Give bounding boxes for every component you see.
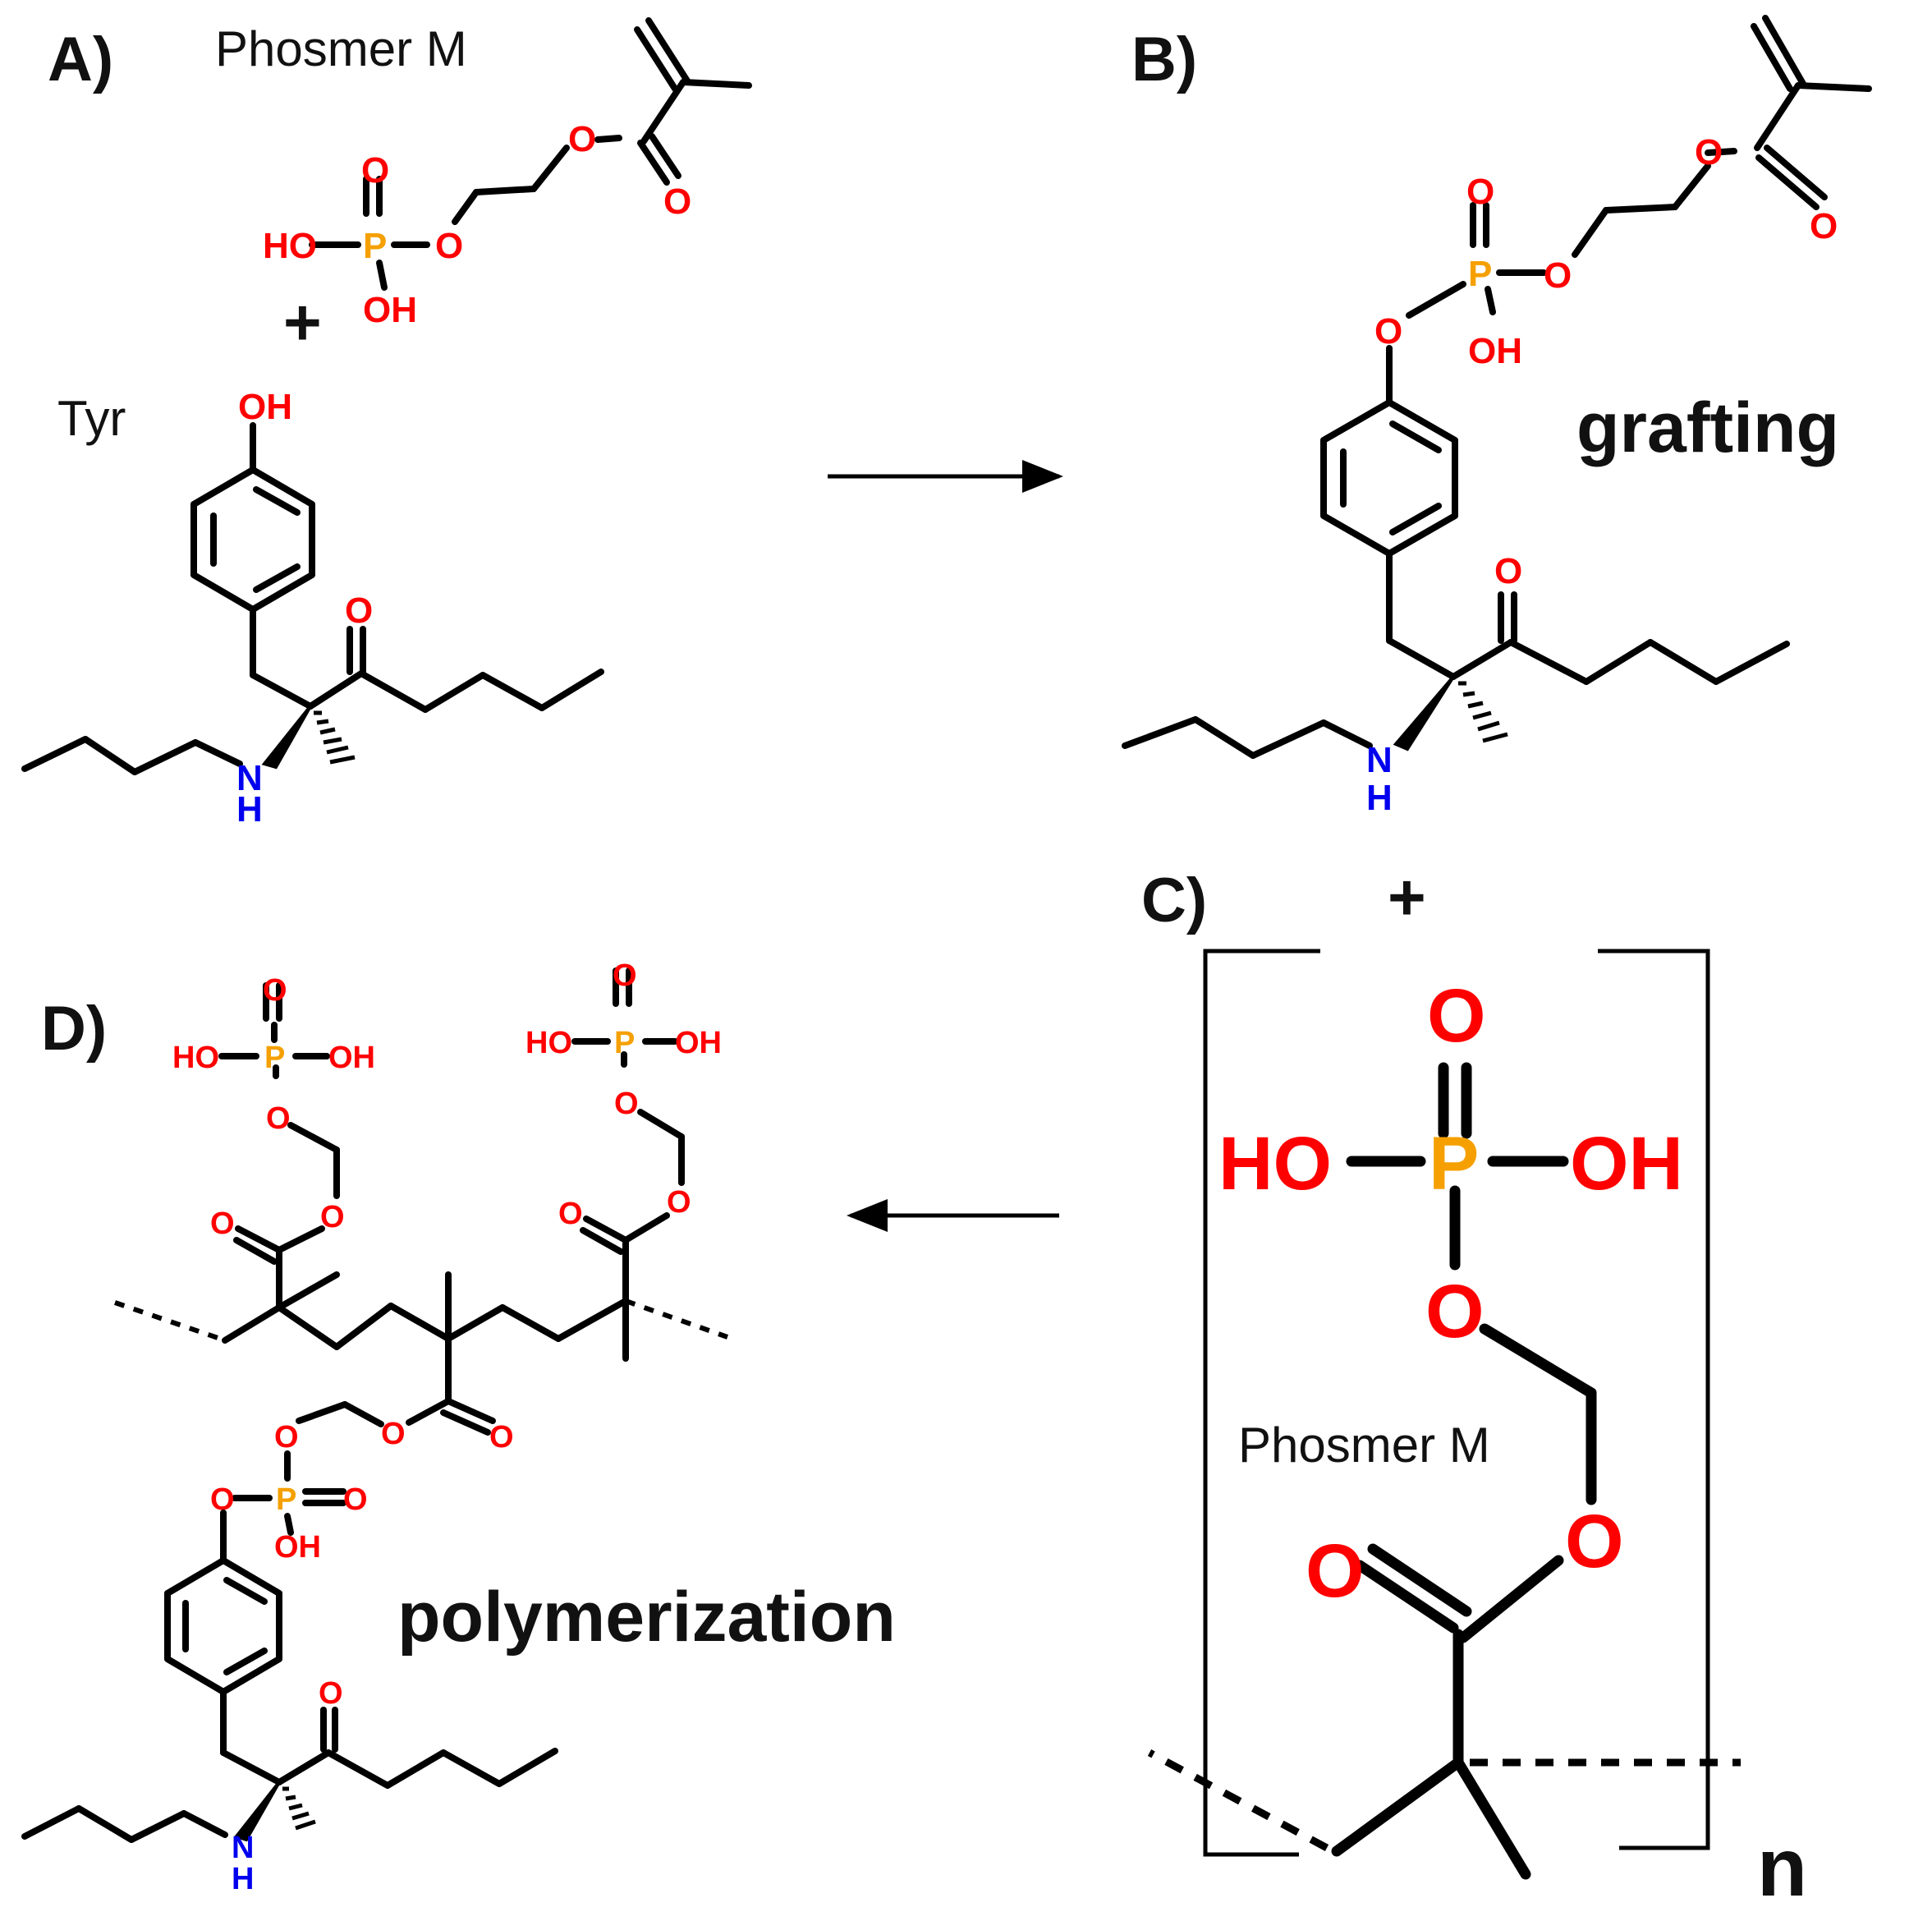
atom-oh: OH — [1468, 331, 1522, 371]
plus-sign-c: + — [1388, 861, 1426, 934]
atom-n: N — [236, 758, 263, 798]
process-label-grafting: grafting — [1576, 388, 1839, 467]
atom-h: H — [1366, 778, 1393, 818]
phosmer-m-label-a: Phosmer M — [215, 21, 467, 76]
atom-oh: OH — [1570, 1122, 1683, 1206]
atom-o: O — [319, 1676, 343, 1711]
atom-oh: OH — [238, 387, 292, 427]
atom-ho: HO — [172, 1041, 219, 1075]
atom-o: O — [266, 1101, 291, 1136]
atom-o: O — [663, 182, 691, 222]
atom-o: O — [1544, 255, 1572, 296]
atom-o: O — [1810, 206, 1838, 246]
atom-o: O — [1427, 974, 1486, 1058]
panel-a-phosmer-m: Phosmer M O O O O P HO OH — [215, 17, 752, 330]
atom-o: O — [361, 150, 389, 191]
panel-d-polymer: O O O O HO P OH O O O O HO P OH — [21, 958, 729, 1896]
atom-o: O — [568, 119, 596, 159]
atom-p: P — [614, 1026, 635, 1060]
panel-b-grafted-tyrosine: O O O O P OH O O N — [1122, 15, 1872, 818]
atom-o: O — [435, 226, 463, 266]
panel-label-a: A) — [48, 25, 113, 94]
panel-c-repeat-unit: n O HO P OH O O O Phosmer M — [1147, 949, 1807, 1914]
panel-label-b: B) — [1131, 25, 1197, 94]
atom-o: O — [1466, 172, 1494, 212]
plus-sign-a: + — [283, 286, 322, 359]
atom-oh: OH — [363, 290, 417, 330]
atom-h: H — [232, 1862, 254, 1896]
atom-o: O — [1374, 311, 1402, 352]
atom-p: P — [264, 1041, 285, 1075]
atom-o: O — [1565, 1500, 1624, 1583]
atom-ho: HO — [525, 1026, 572, 1060]
tyr-label: Tyr — [57, 391, 126, 446]
process-label-polymerization: polymerization — [397, 1578, 896, 1657]
atom-o: O — [558, 1197, 583, 1231]
phosmer-m-label-c: Phosmer M — [1238, 1418, 1490, 1473]
atom-o: O — [343, 1482, 368, 1517]
atom-o: O — [1425, 1270, 1485, 1353]
atom-o: O — [320, 1200, 345, 1234]
atom-p: P — [363, 226, 387, 266]
atom-oh: OH — [328, 1041, 375, 1075]
atom-o: O — [263, 973, 287, 1008]
atom-oh: OH — [675, 1026, 722, 1060]
atom-o: O — [667, 1185, 691, 1220]
atom-p: P — [1429, 1122, 1479, 1206]
atom-h: H — [236, 789, 263, 830]
atom-p: P — [276, 1482, 296, 1517]
panel-a-tyrosine: Tyr OH O N H — [21, 387, 604, 830]
atom-o: O — [1695, 132, 1723, 172]
atom-o: O — [613, 958, 637, 993]
atom-oh: OH — [274, 1530, 321, 1565]
panel-label-c: C) — [1141, 866, 1207, 935]
atom-o: O — [274, 1420, 299, 1455]
atom-ho: HO — [1218, 1122, 1332, 1206]
atom-o: O — [210, 1206, 235, 1241]
repeat-subscript-n: n — [1757, 1822, 1807, 1914]
atom-n: N — [232, 1831, 254, 1865]
atom-n: N — [1366, 740, 1393, 780]
atom-o: O — [381, 1417, 406, 1451]
atom-o: O — [1306, 1529, 1365, 1613]
atom-o: O — [489, 1420, 514, 1455]
atom-o: O — [345, 591, 373, 631]
atom-p: P — [1468, 254, 1492, 294]
atom-o: O — [1494, 551, 1522, 591]
atom-o: O — [614, 1087, 639, 1121]
atom-ho: HO — [263, 226, 317, 266]
panel-label-d: D) — [41, 994, 107, 1064]
